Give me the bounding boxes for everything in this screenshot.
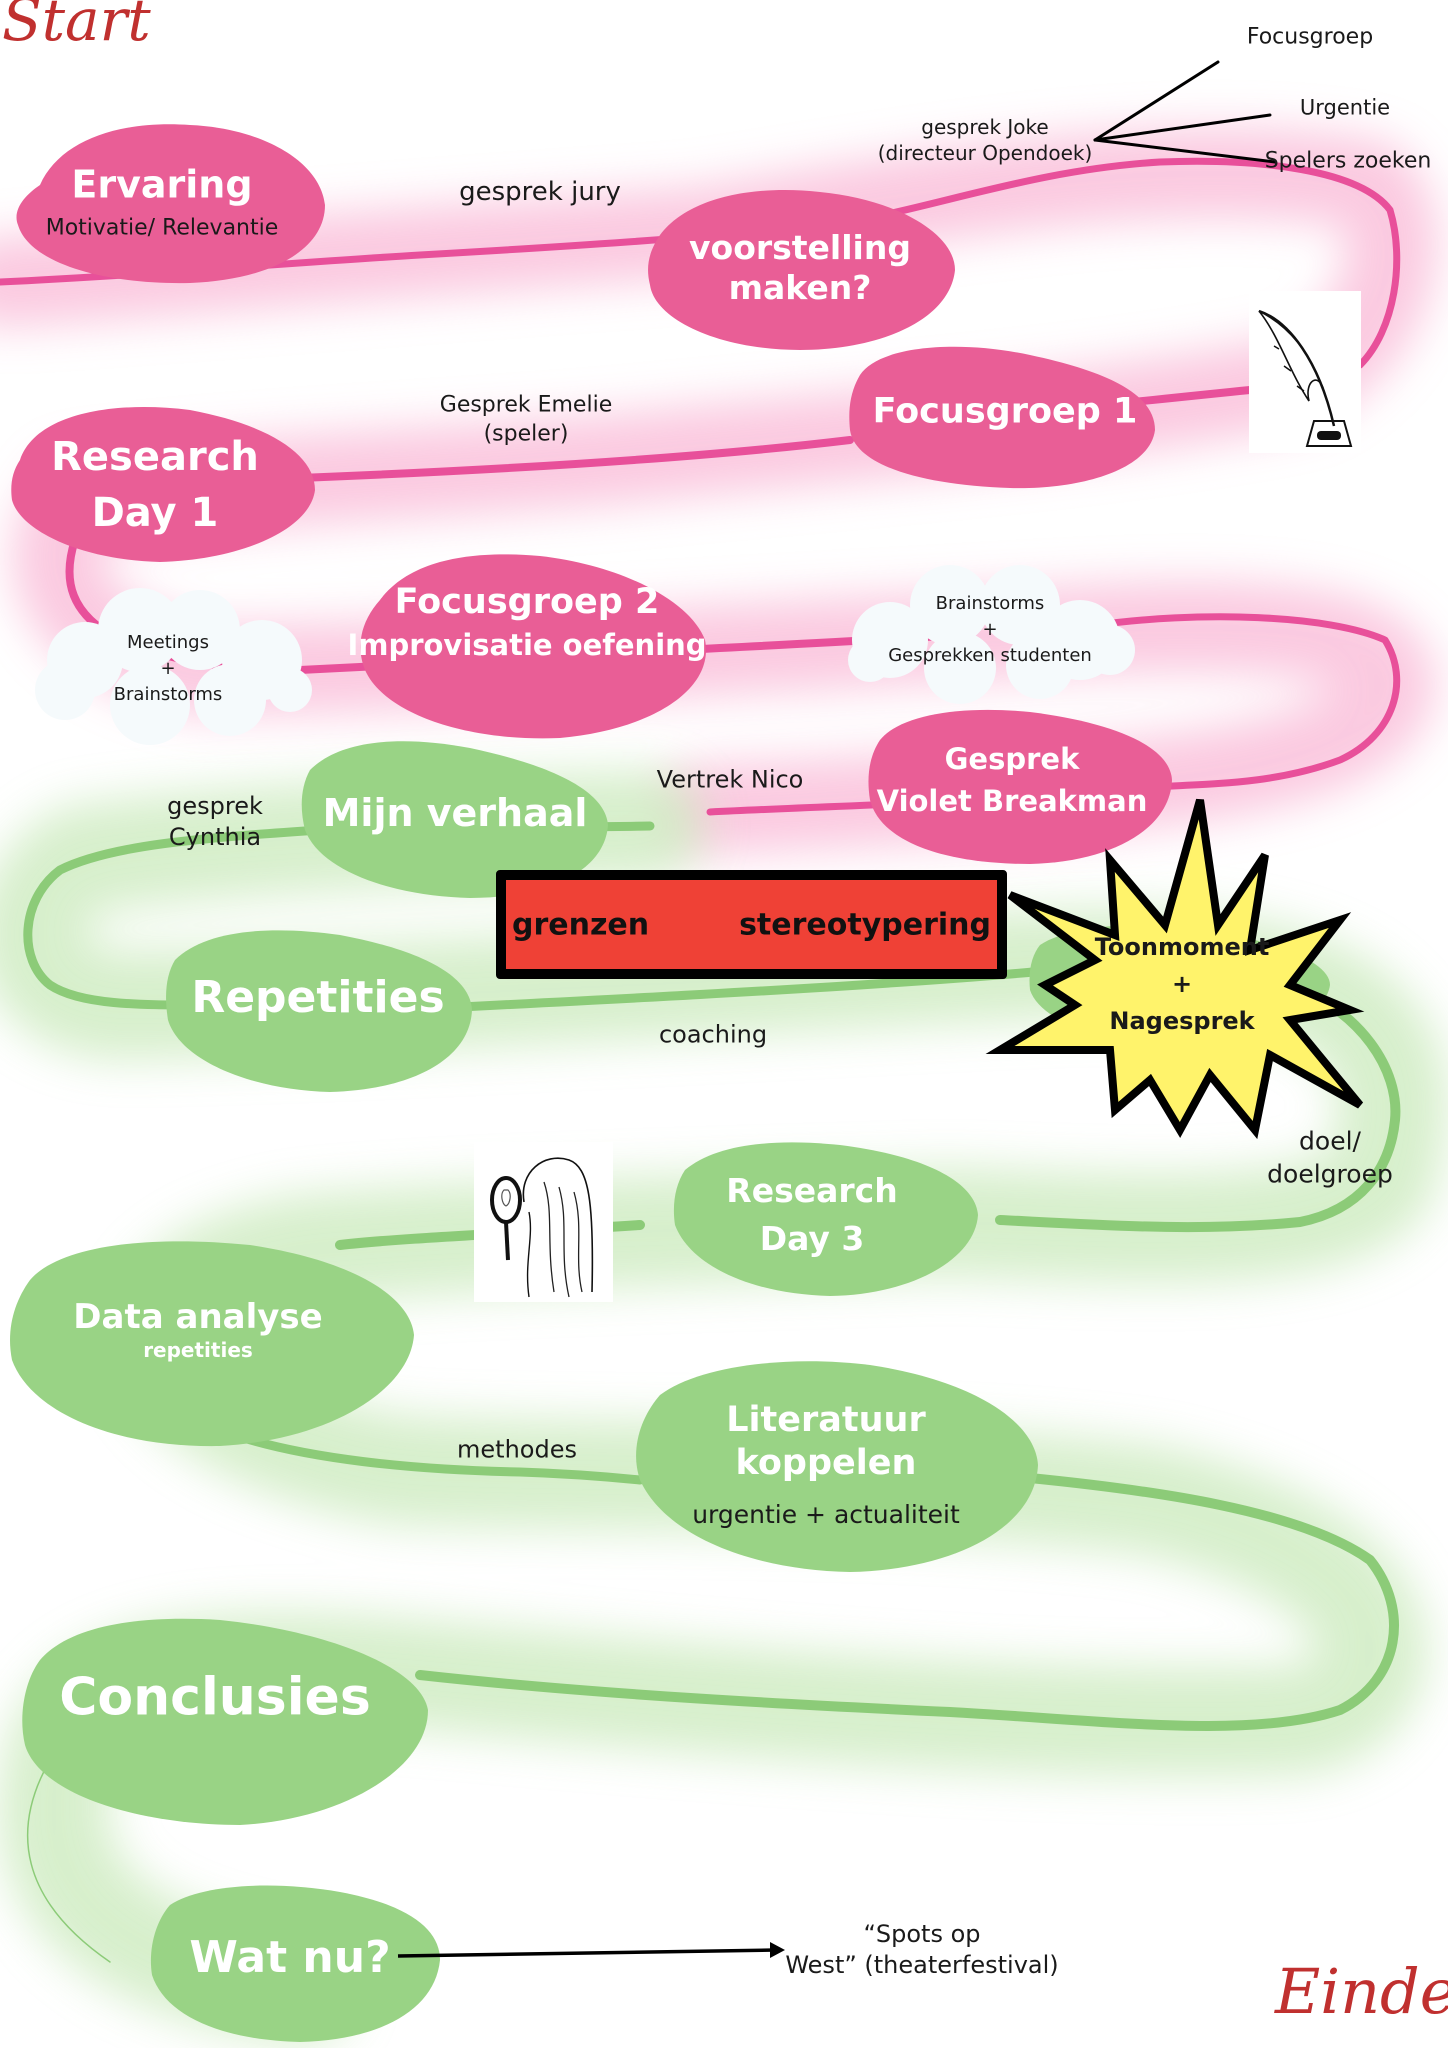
node-title: Data analyse: [73, 1297, 323, 1338]
node-title-line2: Day 3: [759, 1219, 865, 1258]
label-line: “Spots op: [863, 1919, 981, 1948]
label-line: doelgroep: [1267, 1159, 1393, 1188]
node-research1[interactable]: Research Day 1: [51, 429, 259, 541]
label-branch-spelers: Spelers zoeken: [1264, 148, 1432, 174]
blob-literatuur: [636, 1361, 1038, 1572]
pink-blobs: [11, 124, 1172, 864]
watnu-arrow: [397, 1942, 785, 1958]
label-line: Cynthia: [168, 823, 262, 851]
blob-data: [10, 1241, 415, 1447]
label-gesprek-jury: gesprek jury: [459, 177, 621, 208]
label-line: gesprek: [167, 791, 263, 820]
node-title-line1: Research: [51, 434, 259, 480]
node-conclusies[interactable]: Conclusies: [59, 1666, 371, 1729]
label-joke: gesprek Joke (directeur Opendoek): [878, 114, 1093, 166]
node-title-line2: Violet Breakman: [876, 784, 1148, 818]
woman-mirror-icon: [474, 1142, 613, 1302]
label-line: West” (theaterfestival): [785, 1951, 1059, 1979]
starburst-line: Nagesprek: [1109, 1007, 1255, 1036]
node-title: Repetities: [191, 972, 445, 1024]
node-title-line1: Research: [726, 1171, 898, 1211]
cloud-line: Brainstorms: [113, 684, 223, 706]
cloud-line: Gesprekken studenten: [888, 645, 1092, 667]
node-ervaring[interactable]: Ervaring Motivatie/ Relevantie: [46, 161, 279, 242]
node-subtitle: urgentie + actualiteit: [692, 1500, 960, 1530]
node-repetities[interactable]: Repetities: [191, 971, 444, 1025]
node-watnu[interactable]: Wat nu?: [189, 1931, 390, 1985]
label-coaching: coaching: [658, 1020, 768, 1049]
label-line: gesprek Joke: [921, 115, 1049, 139]
label-doel: doel/ doelgroep: [1267, 1126, 1393, 1191]
starburst-line: +: [1171, 970, 1193, 999]
cloud-meetings: [35, 588, 312, 745]
blob-research3: [673, 1142, 978, 1296]
label-line: (speler): [483, 421, 569, 446]
node-literatuur[interactable]: Literatuur koppelen urgentie + actualite…: [692, 1399, 960, 1531]
node-subtitle: repetities: [143, 1338, 253, 1363]
node-mijnverhaal[interactable]: Mijn verhaal: [323, 790, 588, 836]
label-emelie: Gesprek Emelie (speler): [440, 391, 612, 448]
joke-branches: [1093, 60, 1277, 164]
end-title: Einde: [1275, 1955, 1448, 2028]
node-research3[interactable]: Research Day 3: [726, 1167, 897, 1263]
label-methodes: methodes: [457, 1435, 577, 1464]
node-subtitle: Motivatie/ Relevantie: [45, 215, 279, 241]
starburst-text: Toonmoment + Nagesprek: [1095, 929, 1270, 1041]
blob-mijnverhaal: [301, 741, 608, 898]
blob-repetities: [166, 930, 472, 1092]
label-spots: “Spots op West” (theaterfestival): [785, 1919, 1058, 1981]
node-subtitle: Improvisatie oefening: [347, 627, 707, 662]
label-vertrek: Vertrek Nico: [656, 765, 804, 794]
node-title: Ervaring: [71, 162, 253, 207]
cloud-brainstorms: [848, 565, 1135, 704]
cloud-line: Brainstorms: [935, 592, 1045, 614]
blob-watnu: [150, 1885, 440, 2042]
node-title-line2: koppelen: [735, 1442, 917, 1483]
starburst-shape: [985, 798, 1365, 1140]
cloud-line: +: [982, 618, 998, 640]
label-cynthia: gesprek Cynthia: [167, 791, 263, 853]
node-focusgroep1[interactable]: Focusgroep 1: [873, 391, 1138, 434]
blob-ervaring: [16, 124, 326, 284]
blob-focusgroep2: [360, 554, 707, 739]
cloud-line: Meetings: [127, 631, 209, 653]
green-blobs: [10, 741, 1330, 2042]
node-title: Conclusies: [59, 1667, 371, 1728]
blob-research1: [11, 407, 316, 562]
node-focusgroep2[interactable]: Focusgroep 2 Improvisatie oefening: [347, 581, 706, 663]
node-voorstelling[interactable]: voorstelling maken?: [689, 228, 911, 309]
label-line: (directeur Opendoek): [877, 141, 1093, 165]
signpost-box: grenzen stereotypering: [496, 870, 1007, 979]
cloud-brainstorms-text: Brainstorms + Gesprekken studenten: [888, 591, 1092, 669]
label-branch-urgentie: Urgentie: [1299, 95, 1391, 120]
cloud-meetings-text: Meetings + Brainstorms: [114, 630, 223, 708]
cloud-line: +: [160, 657, 176, 679]
cloud-shapes: [35, 565, 1135, 745]
node-data[interactable]: Data analyse repetities: [73, 1297, 322, 1363]
label-branch-focusgroep: Focusgroep: [1246, 24, 1374, 50]
node-title-line1: Literatuur: [726, 1400, 926, 1441]
node-title: Focusgroep 1: [872, 391, 1138, 432]
blob-conclusies: [22, 1618, 428, 1825]
node-violet[interactable]: Gesprek Violet Breakman: [877, 738, 1148, 822]
node-title-line1: voorstelling: [689, 227, 911, 267]
label-line: doel/: [1299, 1126, 1361, 1156]
blob-voorstelling: [648, 189, 955, 350]
quill-ink-icon: [1249, 291, 1361, 453]
node-title-line2: maken?: [728, 268, 872, 307]
blob-focusgroep1: [849, 346, 1155, 489]
node-title: Wat nu?: [189, 1932, 391, 1984]
node-title: Mijn verhaal: [322, 790, 588, 835]
starburst-line: Toonmoment: [1094, 933, 1270, 962]
start-title: Start: [2, 0, 151, 54]
label-line: Gesprek Emelie: [439, 392, 613, 418]
node-title-line1: Gesprek: [944, 741, 1080, 776]
node-title-line2: Day 1: [91, 490, 219, 536]
node-title: Focusgroep 2: [394, 581, 660, 622]
blob-violet: [868, 709, 1172, 864]
signpost-left: grenzen: [512, 907, 650, 942]
signpost-right: stereotypering: [739, 907, 991, 942]
